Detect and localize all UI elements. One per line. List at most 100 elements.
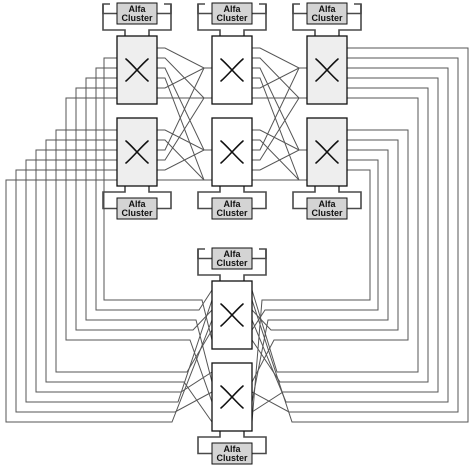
cluster-label-line2: Cluster (216, 453, 248, 463)
left-long-links (5, 57, 213, 423)
cluster-box (116, 2, 158, 25)
cluster-cables (102, 3, 362, 455)
link-line (157, 97, 212, 161)
x-stroke (125, 140, 149, 164)
right-long-links (251, 47, 469, 423)
crossbar-x-icon (220, 303, 244, 327)
x-stroke (220, 140, 244, 164)
cluster-cable (338, 3, 362, 36)
cluster-label-line1: Alfa (223, 4, 241, 14)
cluster-cable (338, 186, 362, 210)
cluster-box (211, 442, 253, 465)
cluster-cable (148, 186, 172, 210)
cluster-cable (243, 3, 267, 36)
long-link-right (251, 57, 459, 413)
x-stroke (125, 58, 149, 82)
cluster-cable (243, 186, 267, 210)
cluster-cable (102, 186, 126, 210)
long-link-left (75, 87, 213, 331)
cluster-cable (347, 4, 362, 15)
crossbar-x-icon (315, 58, 339, 82)
cluster-cable (157, 4, 172, 15)
cluster-label-line1: Alfa (223, 199, 241, 209)
cluster-cable (292, 3, 316, 36)
cluster-cable (197, 186, 221, 210)
cluster-box (211, 197, 253, 220)
long-link-right (251, 87, 429, 383)
cluster-label-line1: Alfa (223, 444, 241, 454)
link-line (252, 67, 307, 151)
cluster-label-line2: Cluster (121, 13, 153, 23)
cluster-cable (292, 4, 307, 15)
cluster-cable (252, 4, 267, 15)
long-link-right (251, 149, 389, 403)
long-link-left (5, 179, 213, 423)
long-link-left (15, 169, 213, 413)
cluster-cable (197, 431, 221, 455)
long-link-right (251, 139, 399, 331)
cluster-box (211, 2, 253, 25)
long-link-right (251, 129, 409, 383)
x-stroke (220, 303, 244, 327)
cluster-box (116, 197, 158, 220)
cluster-cable (197, 4, 212, 15)
cluster-label-line2: Cluster (121, 208, 153, 218)
switch-nodes: AlfaClusterAlfaClusterAlfaClusterAlfaClu… (116, 2, 348, 465)
left-middle-crossover (157, 47, 212, 181)
cluster-label-line1: Alfa (318, 199, 336, 209)
x-stroke (220, 58, 244, 82)
link-line (252, 149, 307, 171)
cluster-cable (292, 186, 316, 210)
cluster-label-line1: Alfa (128, 199, 146, 209)
long-link-left (103, 57, 213, 341)
cluster-label-line2: Cluster (311, 13, 343, 23)
cluster-cable (243, 248, 267, 281)
crossbar-x-icon (220, 385, 244, 409)
long-link-right (251, 47, 469, 423)
x-stroke (315, 58, 339, 82)
crossbar-x-icon (125, 58, 149, 82)
cluster-label-line1: Alfa (223, 249, 241, 259)
cluster-cable (148, 3, 172, 36)
middle-right-crossover (252, 47, 307, 181)
long-link-right (251, 169, 371, 423)
long-link-right (251, 97, 419, 373)
link-line (157, 67, 212, 151)
crossbar-x-icon (125, 140, 149, 164)
crossbar-x-icon (315, 140, 339, 164)
x-stroke (220, 385, 244, 409)
crossbar-x-icon (220, 58, 244, 82)
cluster-cable (197, 249, 212, 260)
cluster-cable (102, 4, 117, 15)
x-stroke (315, 140, 339, 164)
link-line (157, 149, 212, 171)
long-link-left (65, 97, 213, 403)
long-link-left (45, 139, 213, 423)
cluster-label-line1: Alfa (128, 4, 146, 14)
cluster-cable (197, 3, 221, 36)
cluster-label-line2: Cluster (216, 258, 248, 268)
cluster-box (211, 247, 253, 270)
long-link-right (251, 77, 439, 413)
cluster-label-line2: Cluster (216, 208, 248, 218)
cluster-label-line1: Alfa (318, 4, 336, 14)
cluster-cable (102, 3, 126, 36)
link-line (252, 97, 307, 161)
interconnect-wires (5, 3, 469, 455)
cluster-label-line2: Cluster (311, 208, 343, 218)
crossbar-x-icon (220, 140, 244, 164)
cluster-cable (252, 249, 267, 260)
